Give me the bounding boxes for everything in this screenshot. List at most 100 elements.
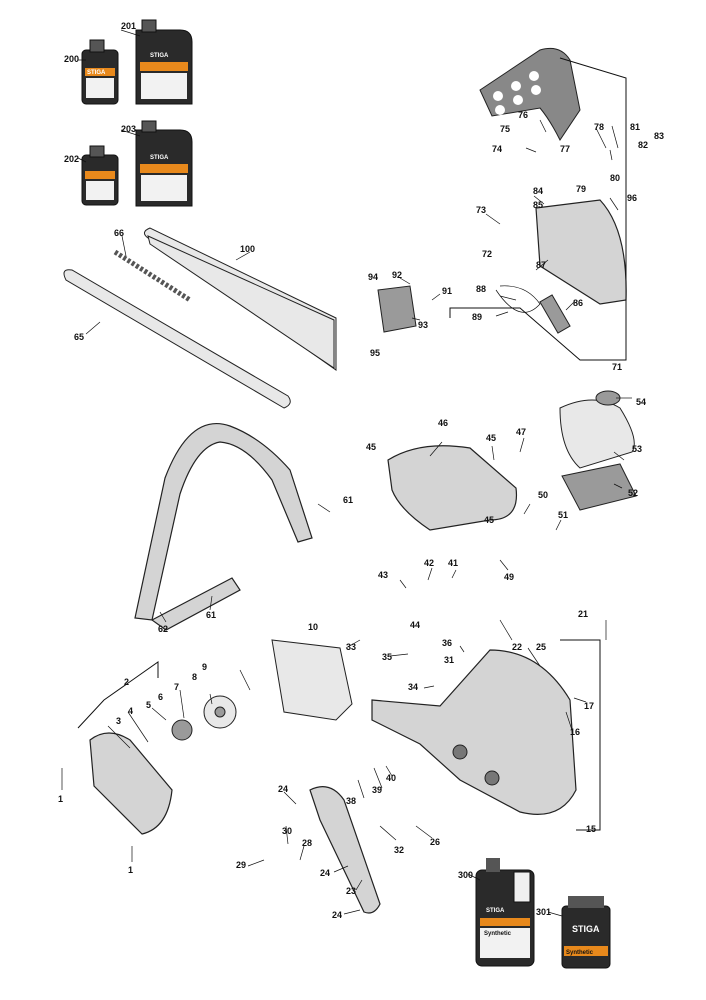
callout-34: 34 — [408, 682, 418, 692]
callout-6: 6 — [158, 692, 163, 702]
callout-22: 22 — [512, 642, 522, 652]
callout-38: 38 — [346, 796, 356, 806]
callout-61a: 61 — [343, 495, 353, 505]
callout-202: 202 — [64, 154, 79, 164]
plate-94 — [377, 285, 417, 333]
callout-17: 17 — [584, 701, 594, 711]
callout-62: 62 — [158, 624, 168, 634]
callout-16: 16 — [570, 727, 580, 737]
oil-bottle-301: STIGA Synthetic — [561, 896, 611, 969]
callout-85: 85 — [533, 200, 543, 210]
callout-75: 75 — [500, 124, 510, 134]
callout-78: 78 — [594, 122, 604, 132]
brand-label: STIGA — [150, 155, 169, 161]
callout-32: 32 — [394, 845, 404, 855]
guide-bar-65 — [63, 269, 291, 409]
callout-5: 5 — [146, 700, 151, 710]
starter-pulley-7 — [203, 695, 237, 729]
callout-26: 26 — [430, 837, 440, 847]
cover-46 — [387, 445, 518, 531]
product-label: Synthetic — [484, 931, 512, 937]
band-89 — [495, 285, 541, 313]
fan-housing-10 — [271, 639, 353, 721]
callout-30: 30 — [282, 826, 292, 836]
callout-73: 73 — [476, 205, 486, 215]
callout-300: 300 — [458, 870, 473, 880]
callout-89: 89 — [472, 312, 482, 322]
callout-2: 2 — [124, 677, 129, 687]
chain-brake-cover-71 — [535, 199, 627, 305]
filter-cover-53 — [559, 399, 635, 469]
front-handle-62 — [134, 422, 313, 631]
callout-42: 42 — [424, 558, 434, 568]
callout-46: 46 — [438, 418, 448, 428]
callout-35: 35 — [382, 652, 392, 662]
guide-bar-100 — [144, 227, 337, 371]
callout-24a: 24 — [278, 784, 288, 794]
callout-44: 44 — [410, 620, 420, 630]
callout-4: 4 — [128, 706, 133, 716]
callout-24b: 24 — [320, 868, 330, 878]
callout-66: 66 — [114, 228, 124, 238]
callout-45a: 45 — [486, 433, 496, 443]
callout-23: 23 — [346, 886, 356, 896]
callout-84: 84 — [533, 186, 543, 196]
callout-45b: 45 — [366, 442, 376, 452]
callout-31: 31 — [444, 655, 454, 665]
callout-92: 92 — [392, 270, 402, 280]
handle-23 — [309, 786, 381, 914]
oil-can-203: STIGA — [135, 120, 193, 207]
callout-83: 83 — [654, 131, 664, 141]
callout-79: 79 — [576, 184, 586, 194]
callout-1b: 1 — [128, 865, 133, 875]
oil-bottle-200: STIGA — [81, 39, 119, 105]
callout-36: 36 — [442, 638, 452, 648]
callout-74: 74 — [492, 144, 502, 154]
callout-15: 15 — [586, 824, 596, 834]
callout-87: 87 — [536, 260, 546, 270]
callout-24c: 24 — [332, 910, 342, 920]
frame-71 — [449, 57, 627, 361]
product-label: Synthetic — [566, 950, 594, 956]
callout-50: 50 — [538, 490, 548, 500]
callout-52: 52 — [628, 488, 638, 498]
callout-82: 82 — [638, 140, 648, 150]
brand-label: STIGA — [486, 908, 505, 914]
frame-15 — [560, 639, 601, 831]
callout-80: 80 — [610, 173, 620, 183]
callout-94: 94 — [368, 272, 378, 282]
callout-201: 201 — [121, 21, 136, 31]
starter-cover — [89, 732, 173, 835]
callout-3: 3 — [116, 716, 121, 726]
callout-9: 9 — [202, 662, 207, 672]
callout-93: 93 — [418, 320, 428, 330]
oil-bottle-300: STIGA Synthetic — [475, 858, 535, 967]
callout-25: 25 — [536, 642, 546, 652]
callout-72: 72 — [482, 249, 492, 259]
oil-can-201: STIGA — [135, 19, 193, 105]
callout-33: 33 — [346, 642, 356, 652]
brand-label: STIGA — [572, 924, 600, 934]
brand-label: STIGA — [150, 53, 169, 59]
callout-86: 86 — [573, 298, 583, 308]
callout-88: 88 — [476, 284, 486, 294]
callout-53: 53 — [632, 444, 642, 454]
callout-77: 77 — [560, 144, 570, 154]
callout-54: 54 — [636, 397, 646, 407]
callout-96: 96 — [627, 193, 637, 203]
callout-8: 8 — [192, 672, 197, 682]
callout-200: 200 — [64, 54, 79, 64]
callout-81: 81 — [630, 122, 640, 132]
callout-76: 76 — [518, 110, 528, 120]
filter-52 — [561, 463, 637, 511]
callout-29: 29 — [236, 860, 246, 870]
frame-2 — [77, 661, 159, 729]
callout-100: 100 — [240, 244, 255, 254]
callout-28: 28 — [302, 838, 312, 848]
callout-10: 10 — [308, 622, 318, 632]
pulley-6 — [171, 719, 193, 741]
callout-65: 65 — [74, 332, 84, 342]
crankcase-15 — [371, 649, 577, 815]
callout-7: 7 — [174, 682, 179, 692]
